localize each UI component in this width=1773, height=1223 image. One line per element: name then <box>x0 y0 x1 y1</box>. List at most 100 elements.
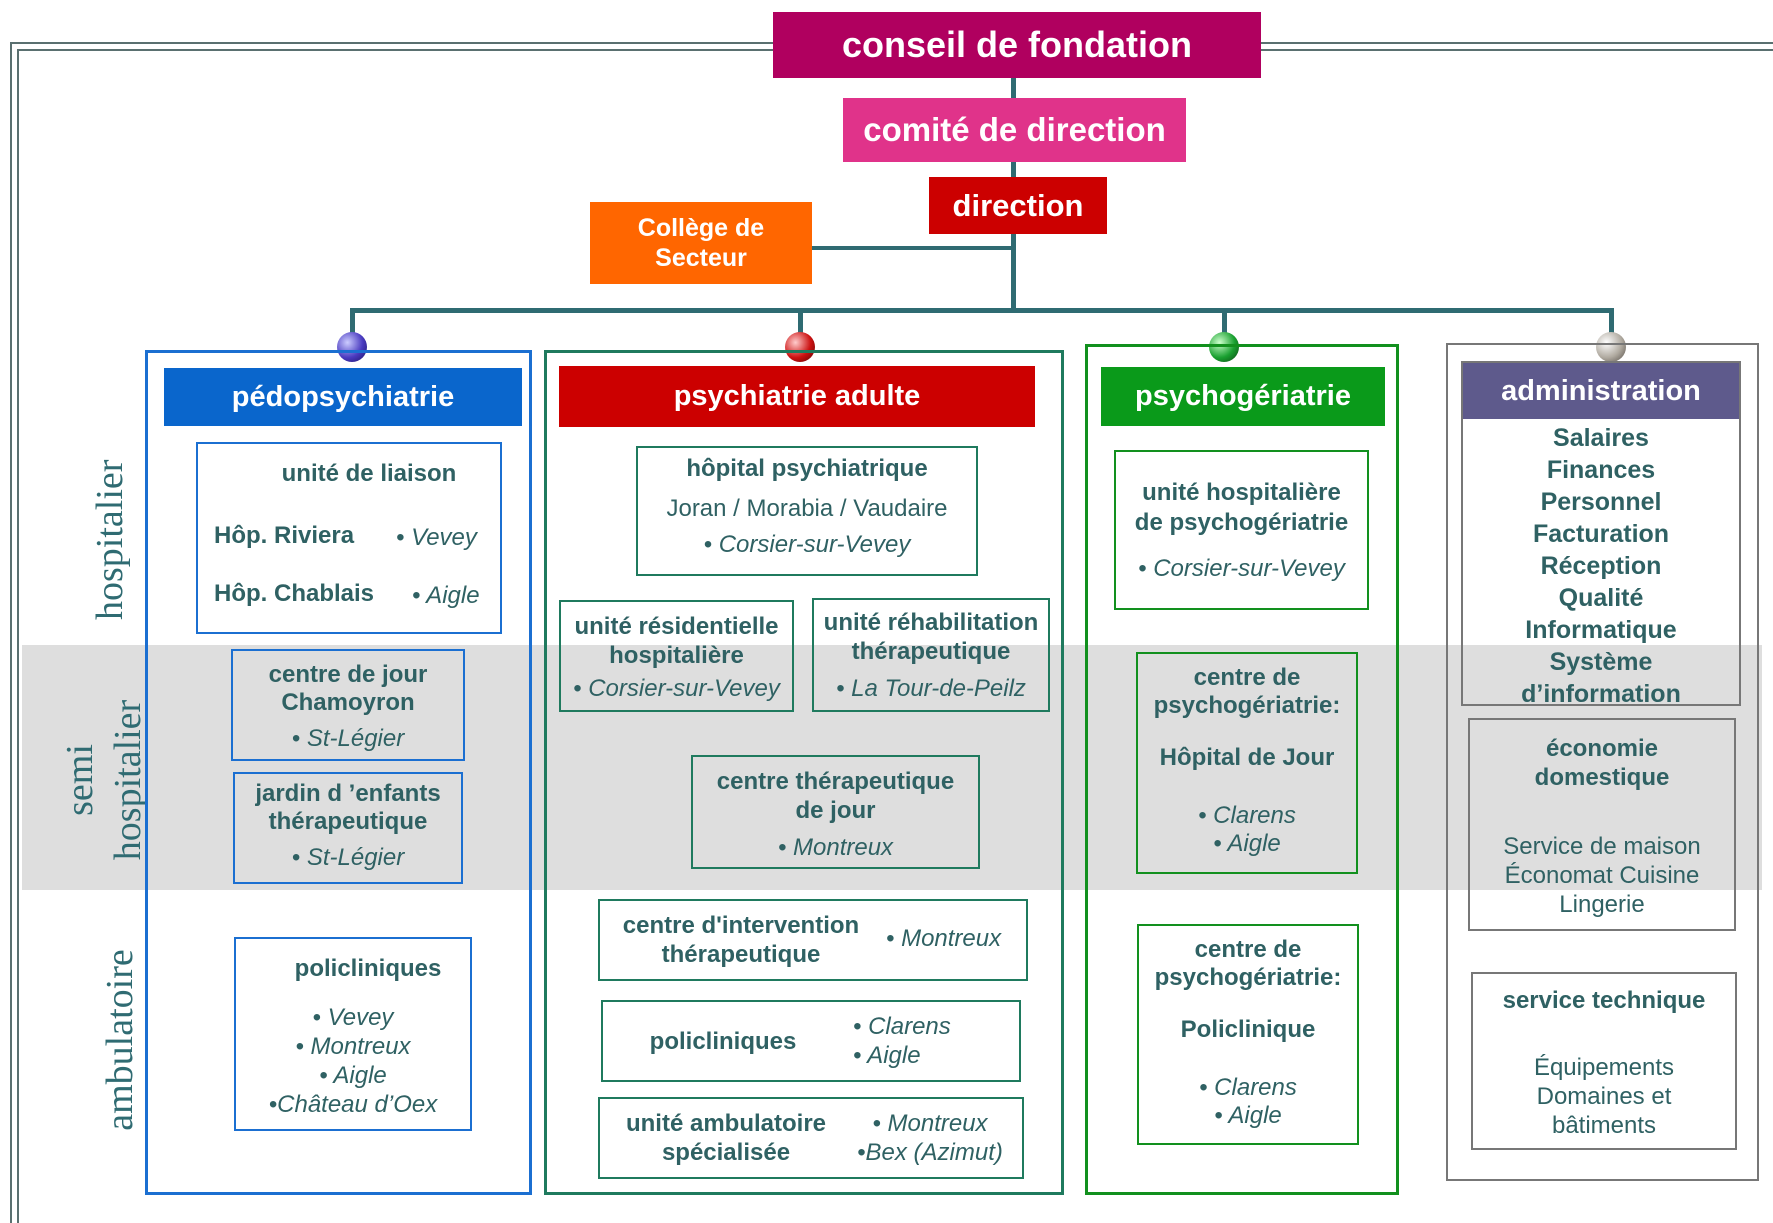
geria-hosp-loc: • Corsier-sur-Vevey <box>1138 555 1345 582</box>
geria-jour-box: centre de psychogériatrie: Hôpital de Jo… <box>1136 652 1358 874</box>
pedo-liaison-box: unité de liaison Hôp. Riviera • Vevey Hô… <box>196 442 502 634</box>
admin-tech-text3: bâtiments <box>1551 1112 1657 1139</box>
pedo-centre-jour-line2: Chamoyron <box>281 689 415 716</box>
admin-header: administration <box>1463 363 1739 419</box>
geria-poli-loc2: • Aigle <box>1214 1102 1282 1129</box>
adulte-centre-therap-loc: • Montreux <box>777 834 894 861</box>
adulte-header: psychiatrie adulte <box>559 366 1035 427</box>
adulte-hopital-title: hôpital psychiatrique <box>686 455 928 482</box>
row-label-semi: semi hospitalier <box>40 700 149 860</box>
row-label-hospitalier: hospitalier <box>89 459 131 620</box>
admin-tech-box: service technique Équipements Domaines e… <box>1471 972 1737 1150</box>
geria-jour-loc1: • Clarens <box>1198 802 1296 829</box>
college-line2: Secteur <box>655 244 747 272</box>
adulte-ambulatoire-box: unité ambulatoire spécialisée • Montreux… <box>598 1097 1024 1179</box>
admin-eco-text3: Lingerie <box>1559 891 1645 918</box>
admin-item-7: Informatique <box>1525 616 1677 644</box>
adulte-ambulatoire-locs: • Montreux •Bex (Azimut) <box>844 1109 1016 1167</box>
geria-poli-box: centre de psychogériatrie: Policlinique … <box>1137 924 1359 1145</box>
geria-column <box>1085 344 1399 1195</box>
admin-item-5: Réception <box>1540 552 1662 580</box>
adulte-amb-loc1: • Montreux <box>872 1110 988 1137</box>
pedo-poli-loc-3: • Aigle <box>319 1062 387 1089</box>
pedo-liaison-chablais: Hôp. Chablais <box>214 580 375 607</box>
pedo-poli-loc-4: •Château d’Oex <box>268 1091 438 1118</box>
college-de-secteur: Collège de Secteur <box>590 202 812 284</box>
pedo-liaison-title: unité de liaison <box>281 460 457 487</box>
pedo-jardin-box: jardin d ’enfants thérapeutique • St-Lég… <box>233 772 463 884</box>
adulte-intervention-label: centre d'intervention thérapeutique <box>606 911 876 969</box>
admin-item-3: Personnel <box>1540 488 1662 516</box>
pedo-liaison-riviera: Hôp. Riviera <box>214 522 355 549</box>
geria-poli-line1: centre de <box>1194 936 1302 963</box>
pedo-jardin-line1: jardin d ’enfants <box>255 780 441 807</box>
admin-column <box>1446 343 1759 1181</box>
pedo-jardin-line2: thérapeutique <box>268 808 428 835</box>
geria-jour-line3: Hôpital de Jour <box>1159 744 1335 771</box>
adulte-ambulatoire-line1: unité ambulatoire <box>625 1110 827 1137</box>
adulte-residentielle-box: unité résidentielle hospitalière • Corsi… <box>559 600 794 712</box>
geria-hosp-box: unité hospitalière de psychogériatrie • … <box>1114 450 1369 610</box>
adulte-ambulatoire-label: unité ambulatoire spécialisée <box>606 1109 846 1167</box>
admin-eco-line2: domestique <box>1534 764 1670 791</box>
geria-poli-line3: Policlinique <box>1180 1016 1316 1043</box>
admin-eco-line1: économie <box>1545 735 1659 762</box>
comite-de-direction: comité de direction <box>843 98 1186 162</box>
admin-item-4: Facturation <box>1532 520 1670 548</box>
horizontal-connector <box>350 308 1614 313</box>
adulte-hopital-box: hôpital psychiatrique Joran / Morabia / … <box>636 446 978 576</box>
adulte-intervention-line1: centre d'intervention <box>622 912 860 939</box>
drop-admin <box>1609 308 1614 338</box>
adulte-poli-loc2: • Aigle <box>853 1042 921 1069</box>
pedo-jardin-loc: • St-Légier <box>291 844 405 871</box>
adulte-policliniques-title: policliniques <box>649 1028 797 1055</box>
row-label-ambulatoire: ambulatoire <box>99 949 141 1131</box>
pedo-policliniques-title: policliniques <box>294 955 442 982</box>
admin-item-9: d’information <box>1521 680 1681 708</box>
adulte-centre-therap-box: centre thérapeutique de jour • Montreux <box>691 755 980 869</box>
admin-item-6: Qualité <box>1558 584 1644 612</box>
geria-header: psychogériatrie <box>1101 367 1385 426</box>
geria-jour-loc2: • Aigle <box>1213 830 1281 857</box>
admin-tech-title: service technique <box>1502 987 1706 1014</box>
pedo-centre-jour-box: centre de jour Chamoyron • St-Légier <box>231 649 465 761</box>
adulte-centre-therap-line1: centre thérapeutique <box>716 768 955 795</box>
adulte-residentielle-loc: • Corsier-sur-Vevey <box>573 675 780 702</box>
adulte-rehabilitation-loc: • La Tour-de-Peilz <box>836 675 1026 702</box>
adulte-rehabilitation-line2: thérapeutique <box>851 638 1011 665</box>
pedo-policliniques-locs: • Vevey • Montreux • Aigle •Château d’Oe… <box>236 1003 470 1119</box>
admin-items: Salaires Finances Personnel Facturation … <box>1463 422 1739 710</box>
admin-item-1: Salaires <box>1553 424 1649 452</box>
adulte-policliniques-locs: • Clarens • Aigle <box>853 1012 951 1070</box>
admin-item-8: Système <box>1549 648 1653 676</box>
admin-eco-text1: Service de maison <box>1503 833 1701 860</box>
green-ball-icon <box>1209 332 1239 362</box>
adulte-hopital-loc: • Corsier-sur-Vevey <box>703 531 911 558</box>
geria-jour-line2: psychogériatrie: <box>1153 692 1341 719</box>
adulte-policliniques-box: policliniques • Clarens • Aigle <box>601 1000 1021 1082</box>
grey-ball-icon <box>1596 332 1626 362</box>
adulte-residentielle-line1: unité résidentielle <box>574 613 779 640</box>
adulte-intervention-loc: • Montreux <box>886 925 1002 952</box>
semi-hospitalier-band <box>22 645 1762 890</box>
geria-poli-loc1: • Clarens <box>1199 1074 1297 1101</box>
adulte-residentielle-line2: hospitalière <box>609 642 744 669</box>
pedo-centre-jour-loc: • St-Légier <box>291 725 405 752</box>
pedo-poli-loc-2: • Montreux <box>295 1033 411 1060</box>
adulte-intervention-line2: thérapeutique <box>661 941 821 968</box>
geria-poli-line2: psychogériatrie: <box>1154 964 1342 991</box>
drop-geria <box>1222 308 1227 338</box>
admin-item-2: Finances <box>1546 456 1656 484</box>
row-label-semi-line1: semi <box>59 744 101 816</box>
adulte-poli-loc1: • Clarens <box>853 1013 951 1040</box>
adulte-amb-loc2: •Bex (Azimut) <box>857 1139 1003 1166</box>
pedo-header: pédopsychiatrie <box>164 368 522 426</box>
adulte-intervention-box: centre d'intervention thérapeutique • Mo… <box>598 899 1028 981</box>
drop-adulte <box>798 308 803 338</box>
drop-pedo <box>350 308 355 338</box>
geria-hosp-line2: de psychogériatrie <box>1134 509 1349 536</box>
admin-eco-box: économie domestique Service de maison Éc… <box>1468 718 1736 931</box>
pedo-column <box>145 350 532 1195</box>
pedo-centre-jour-line1: centre de jour <box>268 661 428 688</box>
college-line1: Collège de <box>637 214 765 242</box>
